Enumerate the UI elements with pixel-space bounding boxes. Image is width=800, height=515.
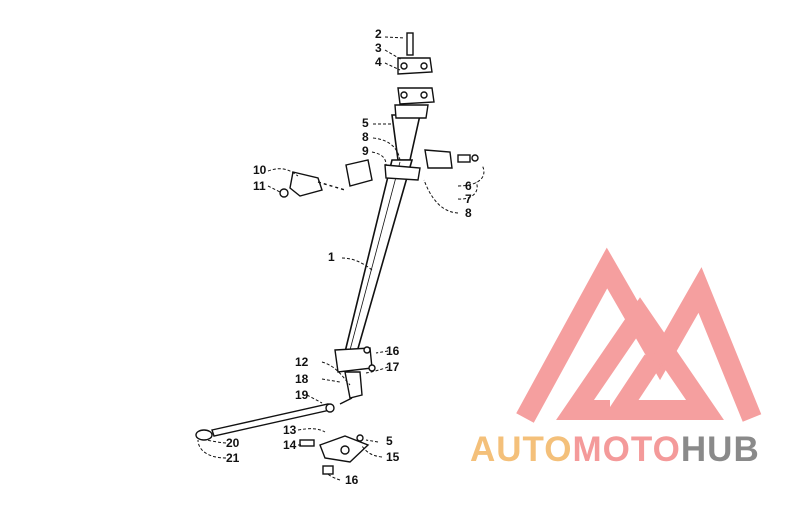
watermark-logo (516, 247, 762, 423)
callout-label: 16 (345, 473, 359, 487)
callout-label: 18 (295, 372, 309, 386)
callout-label: 20 (226, 436, 240, 450)
callout-label: 6 (465, 179, 472, 193)
tie-rod (195, 397, 353, 441)
callout-label: 9 (362, 144, 369, 158)
callout-label: 8 (362, 130, 369, 144)
callout-label: 13 (283, 423, 297, 437)
callout-label: 2 (375, 27, 382, 41)
callout-label: 11 (253, 179, 266, 193)
callout-label: 7 (465, 192, 472, 206)
callout-label: 3 (375, 41, 382, 55)
callout-label: 17 (386, 360, 400, 374)
callout-label: 10 (253, 163, 267, 177)
leader-lines (197, 36, 485, 481)
watermark-part-hub: HUB (680, 430, 760, 469)
watermark-wordmark: AUTOMOTOHUB (470, 430, 792, 470)
upper-clamp-assembly (394, 32, 435, 119)
callout-label: 1 (328, 250, 335, 264)
callout-label: 21 (226, 451, 240, 465)
steering-post (343, 114, 421, 353)
watermark-part-moto: MOTO (572, 430, 681, 469)
callout-label: 5 (362, 116, 369, 130)
callout-label: 4 (375, 55, 382, 69)
lower-clamp-assembly (334, 346, 376, 399)
callout-labels: 2 3 4 5 8 9 10 11 6 7 8 1 12 18 16 17 19… (226, 27, 472, 487)
callout-label: 12 (295, 355, 309, 369)
bracket (279, 171, 346, 198)
watermark-part-auto: AUTO (470, 430, 573, 469)
callout-label: 16 (386, 344, 400, 358)
callout-label: 8 (465, 206, 472, 220)
callout-label: 19 (295, 388, 309, 402)
callout-label: 14 (283, 438, 297, 452)
callout-label: 5 (386, 434, 393, 448)
callout-label: 15 (386, 450, 400, 464)
steering-arm (299, 434, 370, 475)
middle-clamp-assembly (345, 149, 479, 187)
